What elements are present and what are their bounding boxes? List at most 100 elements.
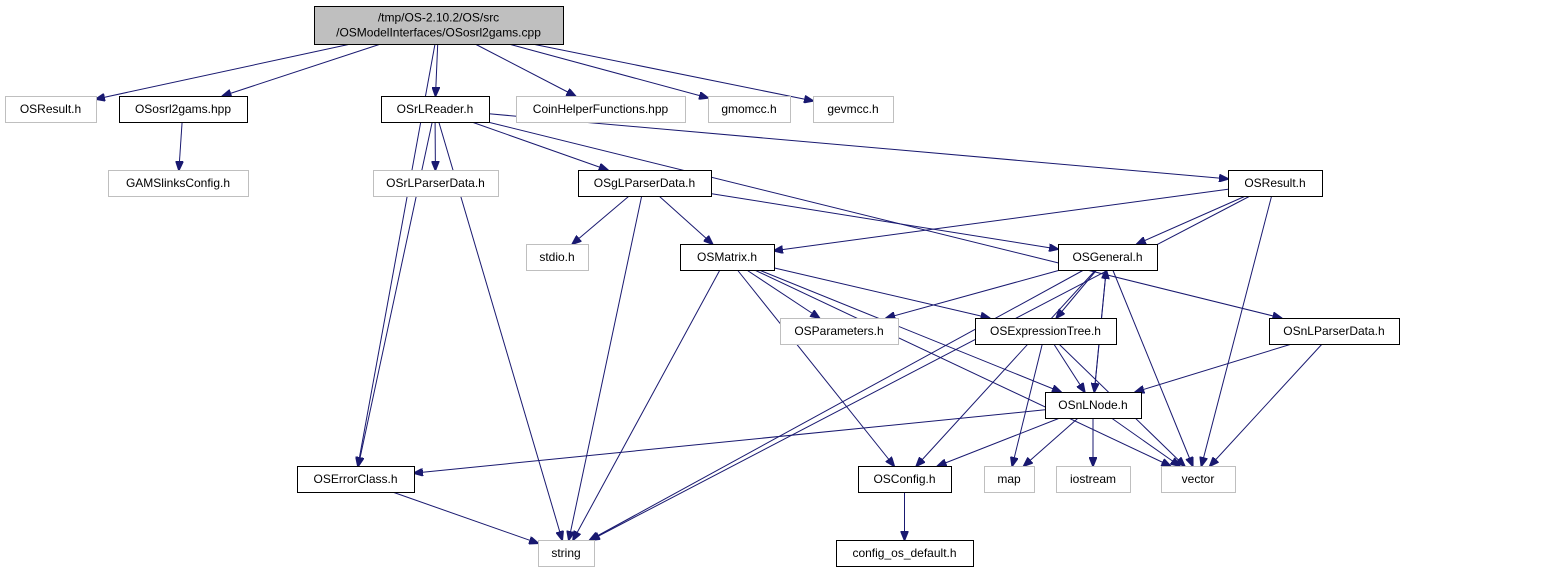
- edge-osmatrix-to-osconfig: [737, 269, 894, 466]
- edge-oserrorclass-to-string: [392, 491, 539, 543]
- node-label: /OSModelInterfaces/OSosrl2gams.cpp: [336, 26, 541, 40]
- node-vector[interactable]: vector: [1161, 466, 1236, 493]
- node-label: OSGeneral.h: [1072, 250, 1142, 264]
- node-box: [108, 170, 249, 197]
- node-label: stdio.h: [539, 250, 574, 264]
- node-label: OSrLParserData.h: [386, 176, 485, 190]
- edge-osnlnode-to-map: [1024, 417, 1079, 466]
- node-label: /tmp/OS-2.10.2/OS/src: [378, 11, 499, 25]
- node-label: GAMSlinksConfig.h: [126, 176, 230, 190]
- node-osparameters[interactable]: OSParameters.h: [780, 318, 899, 345]
- edge-osglparserdata-to-string: [569, 195, 643, 540]
- node-label: gevmcc.h: [827, 102, 878, 116]
- edge-osglparserdata-to-stdio: [572, 195, 630, 244]
- edge-osrlreader-to-osglparserdata: [471, 121, 608, 170]
- node-box: [373, 170, 499, 197]
- edge-osgeneral-to-vector: [1112, 269, 1193, 466]
- edge-osglparserdata-to-osgeneral: [710, 193, 1058, 250]
- node-osglparserdata[interactable]: OSgLParserData.h: [578, 170, 712, 197]
- node-osrlreader[interactable]: OSrLReader.h: [381, 96, 490, 123]
- node-label: OSMatrix.h: [697, 250, 757, 264]
- node-box: [297, 466, 415, 493]
- node-label: map: [997, 472, 1021, 486]
- node-osrlparserdata[interactable]: OSrLParserData.h: [373, 170, 499, 197]
- node-box: [780, 318, 899, 345]
- edge-osnlparserdata-to-osnlnode: [1135, 343, 1292, 392]
- node-box: [119, 96, 248, 123]
- edge-root-to-osrlreader: [436, 43, 438, 96]
- node-box: [680, 244, 775, 271]
- node-box: [1045, 392, 1142, 419]
- edge-root-to-gevmcc: [532, 43, 813, 101]
- edge-osresult-to-osgeneral: [1137, 195, 1246, 244]
- edge-osglparserdata-to-osmatrix: [658, 195, 713, 244]
- node-label: OSResult.h: [1244, 176, 1305, 190]
- edge-osnlparserdata-to-vector: [1210, 343, 1323, 466]
- edge-root-to-ososrl2gams_hpp: [223, 43, 381, 96]
- edge-osresult-to-osmatrix: [774, 188, 1229, 250]
- node-iostream[interactable]: iostream: [1056, 466, 1131, 493]
- node-box: [813, 96, 894, 123]
- edge-root-to-osresult_top: [96, 43, 351, 99]
- node-osresult[interactable]: OSResult.h: [1228, 170, 1323, 197]
- node-osgeneral[interactable]: OSGeneral.h: [1058, 244, 1158, 271]
- node-label: CoinHelperFunctions.hpp: [533, 102, 669, 116]
- node-label: string: [551, 546, 580, 560]
- node-osnlparserdata[interactable]: OSnLParserData.h: [1269, 318, 1400, 345]
- node-box: [578, 170, 712, 197]
- node-stdio[interactable]: stdio.h: [526, 244, 589, 271]
- edges-layer: [96, 43, 1323, 543]
- edge-osmatrix-to-osnlnode: [758, 269, 1061, 392]
- node-oserrorclass[interactable]: OSErrorClass.h: [297, 466, 415, 493]
- node-gmomcc[interactable]: gmomcc.h: [708, 96, 791, 123]
- edge-osexpressiontree-to-map: [1012, 343, 1043, 466]
- node-box: [1161, 466, 1236, 493]
- edge-osnlnode-to-osconfig: [938, 417, 1061, 466]
- edge-osgeneral-to-osconfig: [916, 269, 1096, 466]
- node-box: [538, 540, 595, 567]
- node-string[interactable]: string: [538, 540, 595, 567]
- node-ososrl2gams_hpp[interactable]: OSosrl2gams.hpp: [119, 96, 248, 123]
- node-coinhelper[interactable]: CoinHelperFunctions.hpp: [516, 96, 686, 123]
- node-label: vector: [1182, 472, 1215, 486]
- node-box: [381, 96, 490, 123]
- node-osnlnode[interactable]: OSnLNode.h: [1045, 392, 1142, 419]
- node-osconfig[interactable]: OSConfig.h: [858, 466, 952, 493]
- node-label: OSConfig.h: [873, 472, 935, 486]
- node-box: [975, 318, 1117, 345]
- node-box: [1228, 170, 1323, 197]
- node-osresult_top[interactable]: OSResult.h: [5, 96, 97, 123]
- edge-root-to-gmomcc: [508, 43, 708, 98]
- node-label: OSParameters.h: [794, 324, 883, 338]
- edge-osmatrix-to-string: [573, 269, 721, 540]
- node-box: [516, 96, 686, 123]
- node-box: [858, 466, 952, 493]
- node-map[interactable]: map: [984, 466, 1035, 493]
- edge-osexpressiontree-to-osnlnode: [1053, 343, 1085, 392]
- node-osmatrix[interactable]: OSMatrix.h: [680, 244, 775, 271]
- node-gamslinks[interactable]: GAMSlinksConfig.h: [108, 170, 249, 197]
- edge-osgeneral-to-string: [590, 269, 1084, 540]
- node-box: [984, 466, 1035, 493]
- node-label: OSResult.h: [20, 102, 81, 116]
- edge-osresult-to-vector: [1201, 195, 1273, 466]
- node-box: [314, 6, 564, 45]
- node-root[interactable]: /tmp/OS-2.10.2/OS/src/OSModelInterfaces/…: [314, 6, 564, 45]
- edge-osrlreader-to-osresult: [488, 113, 1228, 179]
- edge-osnlnode-to-oserrorclass: [414, 409, 1046, 473]
- node-box: [526, 244, 589, 271]
- node-label: OSgLParserData.h: [594, 176, 695, 190]
- node-gevmcc[interactable]: gevmcc.h: [813, 96, 894, 123]
- node-label: config_os_default.h: [852, 546, 956, 560]
- edge-osnlnode-to-vector: [1111, 417, 1179, 466]
- node-box: [1058, 244, 1158, 271]
- edge-osgeneral-to-osparameters: [886, 269, 1061, 318]
- node-box: [1269, 318, 1400, 345]
- node-box: [1056, 466, 1131, 493]
- node-configdefault[interactable]: config_os_default.h: [836, 540, 974, 567]
- node-osexpressiontree[interactable]: OSExpressionTree.h: [975, 318, 1117, 345]
- node-box: [5, 96, 97, 123]
- edge-ososrl2gams_hpp-to-gamslinks: [179, 121, 182, 170]
- node-label: OSnLParserData.h: [1283, 324, 1384, 338]
